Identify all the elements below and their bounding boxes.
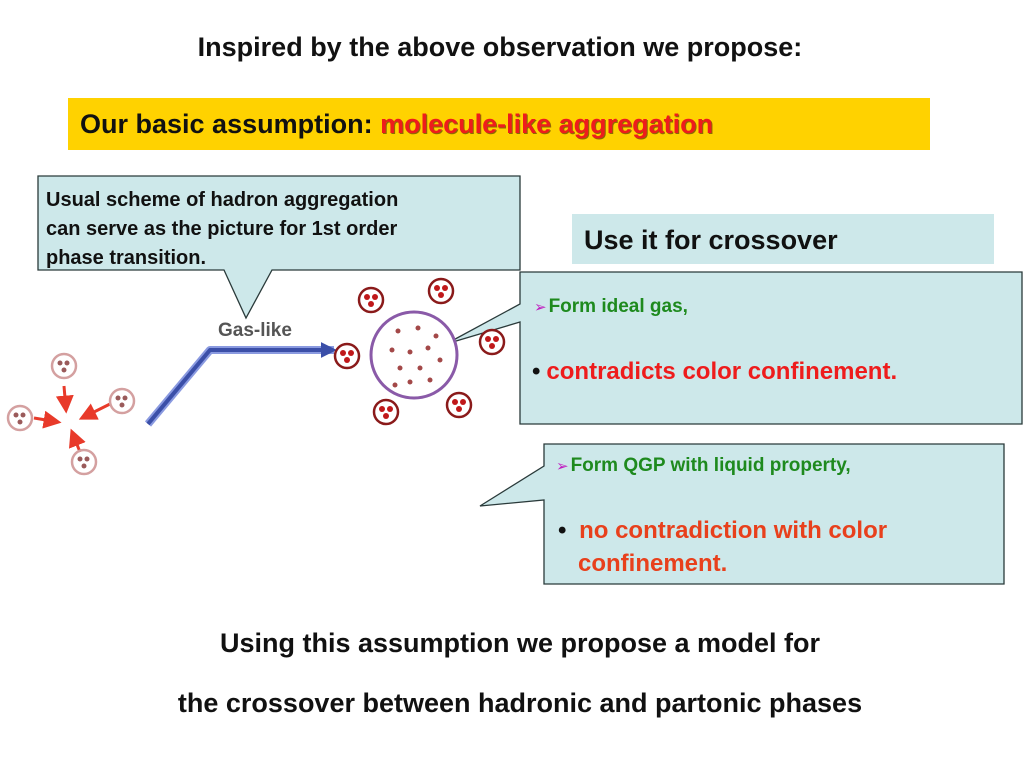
free-baryons [333, 277, 506, 426]
qgp-bullet-line2: confinement. [578, 550, 728, 577]
callout-usual-line: Usual scheme of hadron aggregation [46, 189, 399, 211]
aggregation-arrows [33, 385, 111, 453]
gas-bullet: •contradicts color confinement. [532, 358, 897, 386]
bullet-icon: • [558, 517, 567, 544]
callout-usual-line: can serve as the picture for 1st order [46, 218, 398, 240]
gas-like-label: Gas-like [218, 320, 292, 341]
assumption-highlight: molecule-like aggregation [380, 109, 714, 139]
crossover-box: Use it for crossover [572, 214, 994, 264]
qgp-item-text: Form QGP with liquid property, [570, 455, 851, 476]
slide-heading: Inspired by the above observation we pro… [197, 32, 803, 62]
assumption-text: Our basic assumption: molecule-like aggr… [80, 109, 713, 140]
gas-item: ➢Form ideal gas, [534, 296, 688, 318]
free-quarks [340, 285, 499, 419]
arrowhead-bullet-icon: ➢ [534, 299, 547, 316]
aggregating-quarks [13, 360, 128, 469]
arrowhead-bullet-icon: ➢ [556, 458, 569, 475]
gas-particles [389, 325, 443, 388]
callout-usual-text: Usual scheme of hadron aggregation can s… [46, 186, 398, 273]
callout-usual-shape [37, 175, 521, 320]
qgp-bullet: • no contradiction with color confinemen… [558, 514, 887, 580]
gas-bullet-text: contradicts color confinement. [546, 358, 898, 385]
bullet-icon: • [532, 358, 541, 385]
qgp-bullet-line1: no contradiction with color [579, 517, 888, 544]
callout-qgp-shape [479, 443, 1005, 585]
callout-gas-shape [445, 271, 1023, 425]
conclusion-line-1: Using this assumption we propose a model… [219, 628, 821, 658]
gas-item-text: Form ideal gas, [548, 296, 688, 317]
aggregating-baryons [6, 352, 136, 476]
gas-droplet [369, 310, 459, 400]
crossover-text: Use it for crossover [584, 225, 838, 255]
assumption-label: Our basic assumption: [80, 109, 381, 139]
gas-like-arrow [144, 342, 337, 427]
qgp-item: ➢Form QGP with liquid property, [556, 455, 851, 477]
conclusion-line-2: the crossover between hadronic and parto… [177, 688, 863, 718]
assumption-banner: Our basic assumption: molecule-like aggr… [68, 98, 930, 150]
callout-usual-line: phase transition. [46, 247, 207, 269]
